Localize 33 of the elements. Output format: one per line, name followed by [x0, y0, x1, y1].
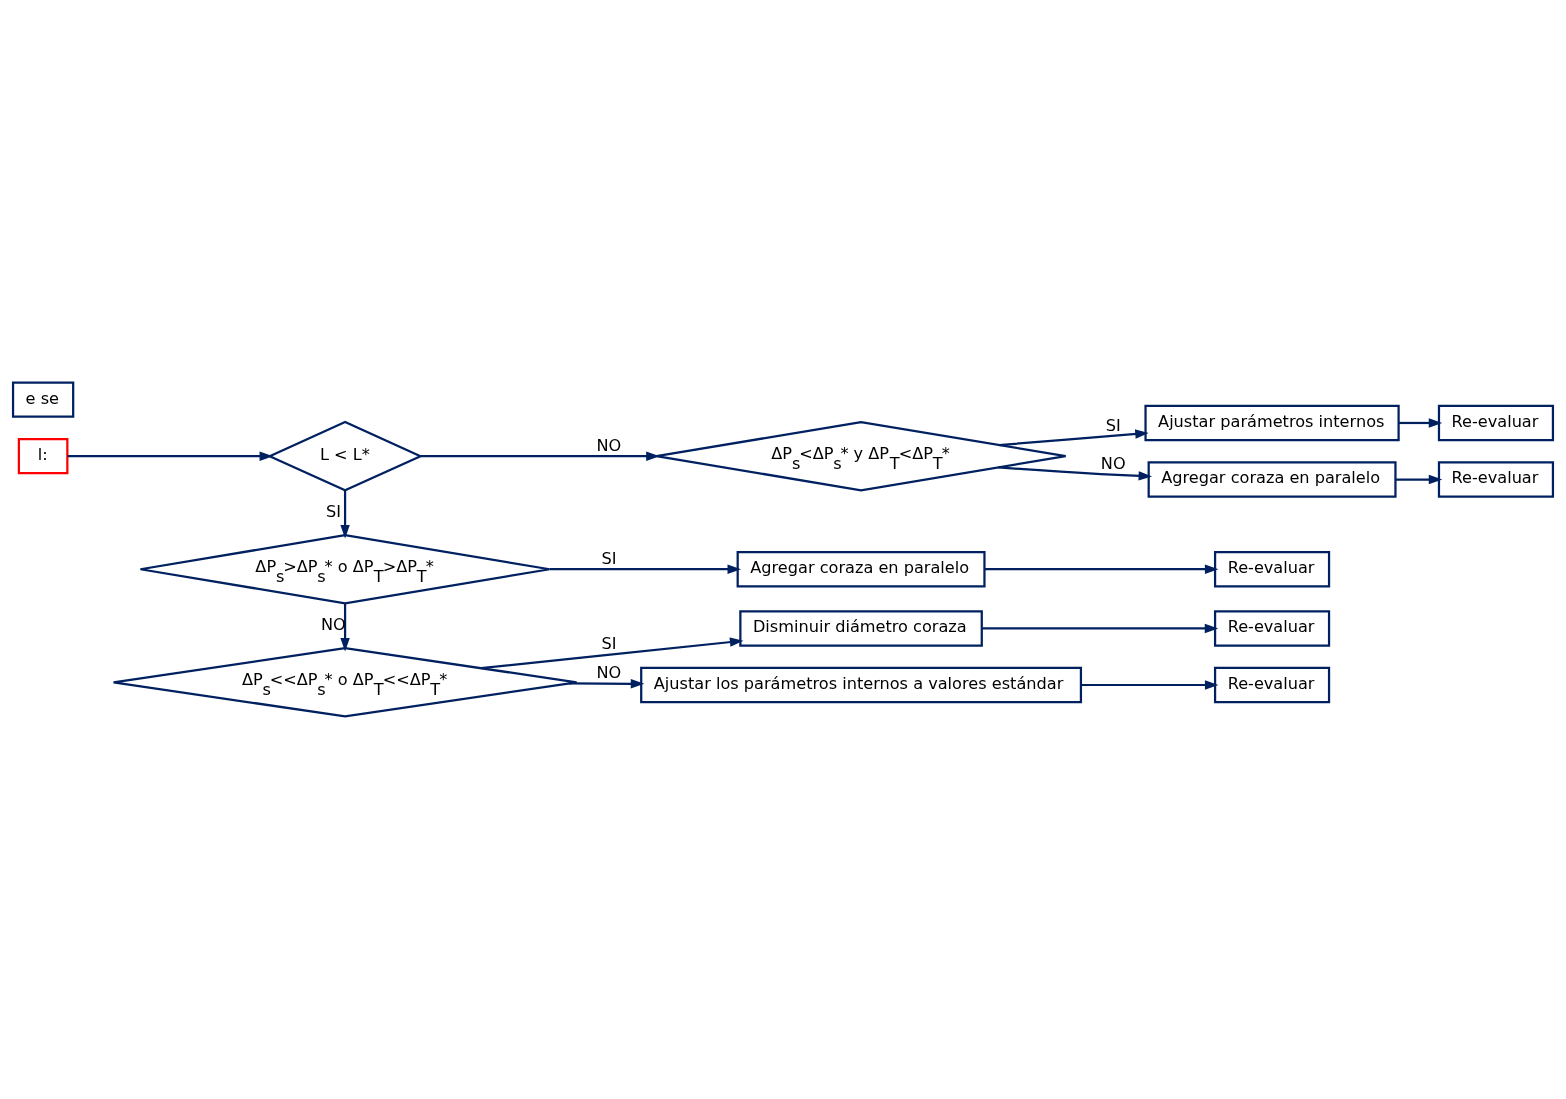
arrow — [1080, 680, 1219, 690]
arrow — [340, 490, 350, 539]
arrow — [549, 564, 741, 574]
edge-label: NO — [596, 663, 622, 683]
edge-label: SI — [325, 501, 341, 521]
arrow — [568, 679, 645, 689]
edge-label: SI — [601, 549, 617, 569]
arrow — [67, 451, 274, 461]
node-box: Ajustar los parámetros internos a valores estándar — [640, 666, 1083, 704]
node-box: e se — [11, 381, 75, 418]
arrow — [998, 466, 1153, 481]
node-box: Re-evaluar — [1213, 666, 1331, 704]
node-box: Agregar coraza en paralelo — [736, 551, 986, 588]
arrow — [340, 603, 350, 652]
node-box: Re-evaluar — [1213, 551, 1331, 588]
node-box: Agregar coraza en paralelo — [1147, 461, 1397, 498]
edge-label: SI — [1105, 416, 1121, 436]
edge-label: NO — [596, 436, 622, 456]
node-box: Disminuir diámetro coraza — [739, 610, 983, 647]
node-box: l: — [17, 438, 69, 475]
arrow — [480, 637, 744, 670]
node-box: Re-evaluar — [1437, 461, 1555, 498]
edge-label: SI — [601, 634, 617, 654]
arrow — [1395, 474, 1443, 485]
arrow — [1398, 418, 1443, 428]
node-box: Re-evaluar — [1213, 610, 1331, 647]
node-box: Re-evaluar — [1437, 404, 1555, 442]
arrow — [981, 623, 1219, 634]
edge-label: NO — [1100, 454, 1126, 474]
arrow — [999, 429, 1149, 447]
node-box: Ajustar parámetros internos — [1144, 404, 1400, 442]
arrow — [984, 564, 1219, 574]
arrow — [420, 451, 660, 461]
